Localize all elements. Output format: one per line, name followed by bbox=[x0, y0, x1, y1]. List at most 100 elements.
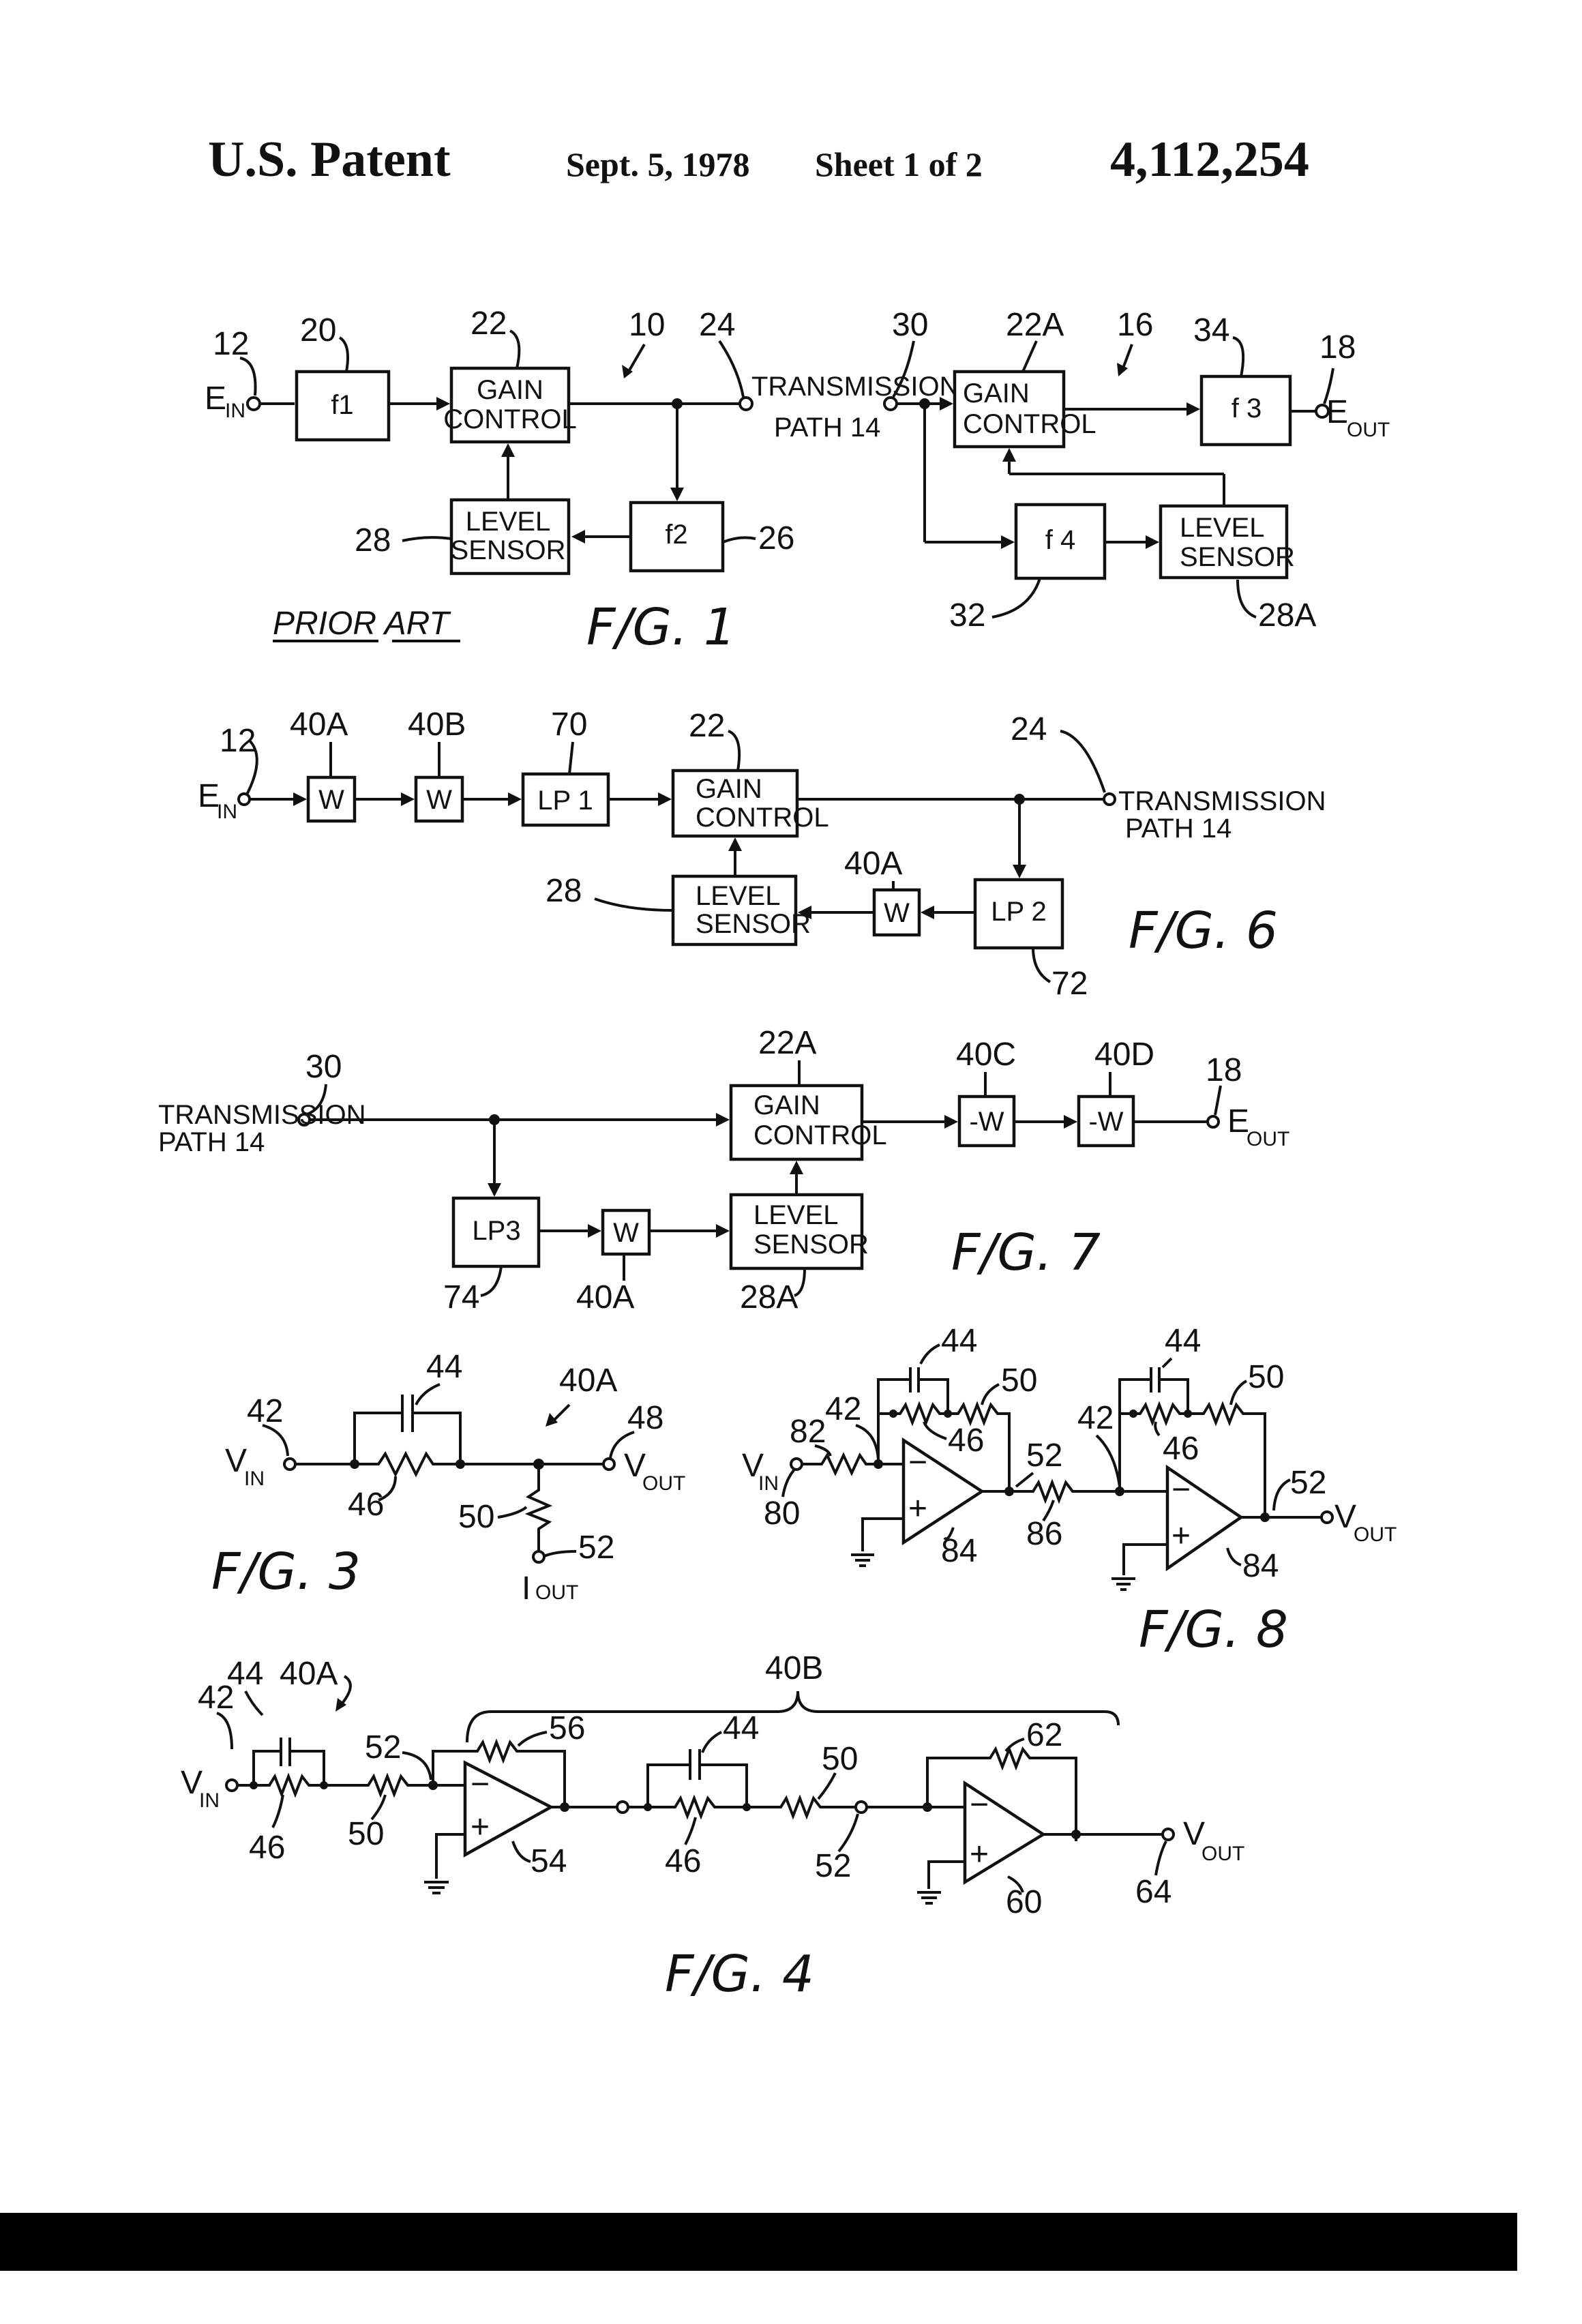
svg-text:+: + bbox=[908, 1491, 927, 1527]
resistor-46 bbox=[355, 1450, 460, 1478]
svg-text:40A: 40A bbox=[576, 1279, 634, 1315]
svg-text:V: V bbox=[225, 1443, 247, 1479]
figure-4: 40B 42 44 40A V IN 46 50 52 56 − bbox=[181, 1650, 1244, 2003]
svg-text:CONTROL: CONTROL bbox=[963, 409, 1096, 439]
op-amp-84-stage1 bbox=[901, 1437, 985, 1546]
figure-1: 12 E IN f1 20 GAIN CONTROL 22 10 24 TRAN… bbox=[205, 306, 1390, 657]
svg-text:PATH 14: PATH 14 bbox=[158, 1127, 265, 1157]
ref-30: 30 bbox=[892, 307, 928, 343]
fig-1-caption: F/G. 1 bbox=[586, 598, 736, 657]
svg-text:50: 50 bbox=[348, 1816, 384, 1852]
svg-text:42: 42 bbox=[825, 1391, 861, 1427]
svg-text:SENSOR: SENSOR bbox=[753, 1230, 869, 1260]
svg-text:46: 46 bbox=[665, 1843, 701, 1879]
svg-text:30: 30 bbox=[305, 1049, 342, 1085]
svg-text:40A: 40A bbox=[844, 846, 902, 882]
svg-text:-W: -W bbox=[1088, 1107, 1123, 1137]
svg-text:LEVEL: LEVEL bbox=[466, 507, 551, 537]
svg-text:84: 84 bbox=[1242, 1548, 1279, 1584]
level-sensor-block bbox=[449, 498, 571, 576]
resistor-82 bbox=[802, 1452, 878, 1476]
ref-24: 24 bbox=[699, 307, 735, 343]
svg-text:50: 50 bbox=[458, 1499, 494, 1535]
svg-text:+: + bbox=[471, 1809, 490, 1845]
svg-text:CONTROL: CONTROL bbox=[443, 404, 577, 434]
svg-text:24: 24 bbox=[1011, 711, 1047, 747]
svg-text:V: V bbox=[624, 1448, 646, 1484]
ref-26: 26 bbox=[758, 520, 794, 556]
svg-text:28: 28 bbox=[546, 873, 582, 909]
svg-text:PATH 14: PATH 14 bbox=[774, 413, 880, 443]
resistor-50-mid bbox=[747, 1794, 856, 1820]
svg-text:GAIN: GAIN bbox=[477, 375, 543, 405]
svg-text:CONTROL: CONTROL bbox=[696, 803, 829, 833]
svg-text:56: 56 bbox=[549, 1710, 585, 1746]
ref-10: 10 bbox=[629, 307, 665, 343]
svg-text:TRANSMISSION: TRANSMISSION bbox=[1118, 786, 1326, 816]
svg-text:V: V bbox=[181, 1765, 203, 1801]
svg-text:82: 82 bbox=[790, 1414, 826, 1450]
svg-text:+: + bbox=[1171, 1518, 1191, 1554]
svg-text:54: 54 bbox=[531, 1843, 567, 1879]
svg-text:E: E bbox=[198, 778, 220, 814]
svg-text:LP 2: LP 2 bbox=[991, 897, 1047, 927]
svg-text:70: 70 bbox=[551, 706, 587, 743]
ref-12: 12 bbox=[213, 326, 249, 362]
vin-terminal-fig4 bbox=[225, 1778, 239, 1792]
svg-text:GAIN: GAIN bbox=[753, 1090, 820, 1120]
svg-text:44: 44 bbox=[723, 1710, 759, 1746]
resistor-50-input bbox=[324, 1772, 433, 1798]
ref-34: 34 bbox=[1193, 312, 1229, 348]
svg-text:W: W bbox=[318, 785, 344, 815]
ein-terminal bbox=[237, 792, 251, 806]
lp3-block bbox=[451, 1196, 541, 1268]
svg-text:22A: 22A bbox=[758, 1025, 816, 1061]
resistor-46-stage1 bbox=[893, 1401, 948, 1427]
ein-label: E bbox=[205, 381, 226, 417]
f1-label: f1 bbox=[331, 390, 353, 420]
svg-text:40C: 40C bbox=[956, 1037, 1016, 1073]
svg-text:LEVEL: LEVEL bbox=[696, 881, 781, 911]
ref-16: 16 bbox=[1117, 307, 1153, 343]
svg-text:60: 60 bbox=[1006, 1884, 1042, 1920]
svg-text:40A: 40A bbox=[280, 1656, 338, 1692]
brace-40b bbox=[466, 1690, 1120, 1743]
lp1-block bbox=[521, 772, 610, 827]
svg-text:−: − bbox=[471, 1766, 490, 1802]
svg-text:TRANSMISSION: TRANSMISSION bbox=[751, 372, 959, 402]
svg-text:46: 46 bbox=[249, 1830, 285, 1866]
svg-text:PATH 14: PATH 14 bbox=[1125, 814, 1232, 844]
ref-22: 22 bbox=[471, 306, 507, 342]
svg-text:52: 52 bbox=[815, 1848, 851, 1884]
svg-text:62: 62 bbox=[1026, 1717, 1062, 1753]
svg-text:OUT: OUT bbox=[1247, 1128, 1289, 1150]
svg-text:74: 74 bbox=[443, 1279, 479, 1315]
svg-text:GAIN: GAIN bbox=[963, 378, 1030, 408]
header-patent-number: 4,112,254 bbox=[1110, 132, 1309, 188]
svg-text:40A: 40A bbox=[559, 1362, 617, 1399]
svg-text:−: − bbox=[1171, 1472, 1191, 1508]
svg-text:40B: 40B bbox=[765, 1650, 823, 1686]
svg-text:SENSOR: SENSOR bbox=[696, 909, 811, 939]
tx-terminal-24 bbox=[1103, 792, 1116, 806]
vout-terminal-fig8 bbox=[1320, 1510, 1334, 1524]
vout-terminal-fig3 bbox=[602, 1457, 616, 1471]
ein-sub: IN bbox=[225, 400, 245, 422]
svg-text:+: + bbox=[970, 1836, 989, 1873]
neg-w-block-40c bbox=[957, 1094, 1016, 1148]
lp2-block bbox=[973, 878, 1064, 950]
svg-text:OUT: OUT bbox=[642, 1472, 685, 1495]
resistor-46-input bbox=[254, 1772, 324, 1798]
svg-text:LEVEL: LEVEL bbox=[1180, 513, 1265, 543]
svg-text:E: E bbox=[1326, 394, 1348, 430]
ref-28: 28 bbox=[355, 522, 391, 558]
resistor-50-stage1 bbox=[948, 1401, 1011, 1489]
svg-text:LP 1: LP 1 bbox=[537, 786, 593, 816]
svg-text:44: 44 bbox=[426, 1349, 462, 1385]
fig-6-caption: F/G. 6 bbox=[1129, 902, 1278, 960]
svg-text:V: V bbox=[1334, 1499, 1356, 1535]
figure-3: 42 V IN 44 46 40A 48 V OUT 50 52 bbox=[211, 1349, 685, 1607]
svg-text:42: 42 bbox=[1077, 1400, 1114, 1436]
eout-terminal-fig7 bbox=[1206, 1115, 1220, 1129]
svg-text:-W: -W bbox=[969, 1107, 1004, 1137]
